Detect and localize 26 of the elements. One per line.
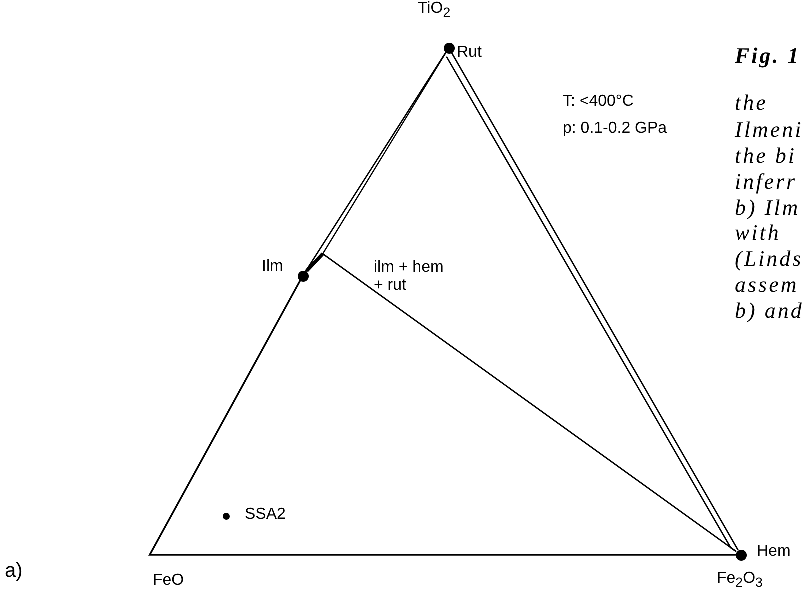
figure-caption-fragment: assem xyxy=(735,272,799,298)
figure-caption-fragment: the bi xyxy=(735,143,796,168)
end-member-label: Ilm xyxy=(262,258,284,276)
mineral-point xyxy=(298,270,308,282)
tie-line xyxy=(305,52,447,272)
panel-label: a) xyxy=(5,560,23,583)
figure-caption-fragment: (Linds xyxy=(735,246,804,272)
figure-caption-fragment: the xyxy=(735,90,768,116)
mineral-point xyxy=(444,42,454,54)
field-label: ilm + hem + rut xyxy=(374,259,445,296)
mineral-point xyxy=(736,550,746,560)
pressure-label: p: 0.1-0.2 GPa xyxy=(563,120,668,138)
figure-caption-fragment: with xyxy=(735,220,781,246)
end-member-label: Rut xyxy=(457,44,482,62)
end-member-label: Fe$_{2}$O$_{3}$ xyxy=(717,570,763,590)
figure-caption-fragment: Ilmeni xyxy=(735,117,804,142)
tie-line xyxy=(306,253,737,552)
figure-caption-fragment: inferr xyxy=(735,169,798,194)
temperature-label: T: <400°C xyxy=(563,93,634,112)
end-member-label: Hem xyxy=(757,543,791,562)
sample-label: SSA2 xyxy=(245,506,286,524)
end-member-label: TiO$_{2}$ xyxy=(418,0,451,20)
figure-caption-fragment: b) and xyxy=(735,298,804,324)
figure-caption-fragment: Fig. 1 xyxy=(735,43,801,68)
figure-caption-fragment: b) Ilm xyxy=(735,195,800,220)
end-member-label: FeO xyxy=(153,572,184,590)
